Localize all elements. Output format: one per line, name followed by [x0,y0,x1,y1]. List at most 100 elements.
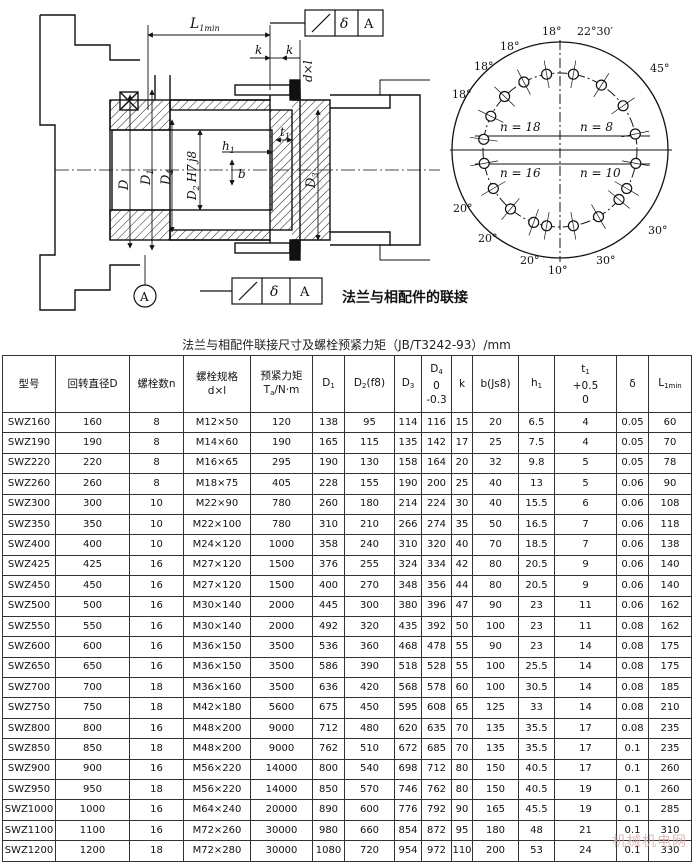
table-cell: 1500 [250,554,313,577]
table-cell: SWZ650 [2,656,56,679]
table-cell: 190 [394,473,422,495]
table-cell: 8 [129,473,184,495]
table-cell: 854 [394,819,422,842]
table-cell: 900 [55,758,130,781]
datum-a-marker: A [133,284,157,308]
table-cell: 140 [648,575,692,597]
table-cell: M12×50 [183,411,251,434]
table-cell: 540 [344,758,395,781]
table-cell: 1000 [55,799,130,821]
table-cell: 260 [648,779,692,801]
table-cell: 80 [451,779,473,801]
table-cell: 776 [394,799,422,821]
table-cell: 0.06 [616,554,649,577]
table-cell: 78 [648,452,692,475]
table-cell: 1500 [250,575,313,597]
table-cell: M24×120 [183,534,251,556]
table-cell: 95 [344,411,395,434]
label-n8: n = 8 [580,120,613,134]
table-cell: 24 [554,840,617,862]
table-cell: 16 [129,758,184,781]
table-cell: 10 [129,534,184,556]
table-cell: 0.08 [616,656,649,679]
table-cell: 350 [55,513,130,536]
label-t1: t1 [280,125,290,141]
table-cell: 712 [312,717,345,740]
drawing-title: 法兰与相配件的联接 [342,289,468,306]
table-cell: 320 [344,615,395,638]
table-cell: 0.1 [616,779,649,801]
table-cell: 17 [554,758,617,781]
table-cell: 274 [421,513,452,536]
label-b: b [238,167,246,181]
table-cell: 40 [472,493,519,515]
table-cell: 0.08 [616,677,649,699]
table-cell: 138 [312,411,345,434]
table-cell: 324 [394,554,422,577]
table-cell: 162 [648,615,692,638]
table-cell: 214 [394,493,422,515]
table-cell: 18 [129,779,184,801]
table-cell: M36×160 [183,677,251,699]
table-cell: 528 [421,656,452,679]
table-cell: 60 [451,677,473,699]
table-cell: 450 [344,697,395,719]
table-cell: 210 [648,697,692,719]
table-cell: SWZ400 [2,534,56,556]
table-cell: 260 [648,758,692,781]
label-k-left: k [255,43,262,57]
table-cell: 445 [312,595,345,617]
table-cell: 25.5 [518,656,555,679]
table-cell: 130 [344,452,395,475]
angle-20-a: 20° [453,202,473,215]
table-cell: 10 [129,493,184,515]
header-k: k [451,355,473,413]
table-cell: 480 [344,717,395,740]
table-cell: 972 [421,840,452,862]
table-cell: 80 [451,758,473,781]
table-cell: 200 [472,840,519,862]
table-cell: M27×120 [183,554,251,577]
table-cell: 334 [421,554,452,577]
table-cell: 90 [472,595,519,617]
table-cell: 872 [421,819,452,842]
table-cell: 30000 [250,819,313,842]
table-cell: 190 [312,452,345,475]
table-cell: 0.05 [616,411,649,434]
table-cell: 492 [312,615,345,638]
table-cell: 80 [472,554,519,577]
table-cell: 14 [554,656,617,679]
table-cell: 18 [129,840,184,862]
label-n16: n = 16 [500,166,541,180]
table-cell: 228 [312,473,345,495]
table-cell: 800 [312,758,345,781]
table-cell: 7 [554,534,617,556]
table-cell: 17 [451,432,473,454]
table-cell: 55 [451,636,473,658]
table-cell: SWZ500 [2,595,56,617]
table-cell: 16 [129,799,184,821]
table-cell: M42×180 [183,697,251,719]
table-cell: 0.06 [616,534,649,556]
table-cell: 672 [394,738,422,760]
table-cell: 48 [518,819,555,842]
table-cell: 42 [451,554,473,577]
table-cell: 30.5 [518,677,555,699]
watermark: 机械机电网 [612,834,687,850]
table-cell: 780 [250,493,313,515]
table-cell: 125 [472,697,519,719]
table-cell: 224 [421,493,452,515]
table-cell: 746 [394,779,422,801]
table-cell: 30 [451,493,473,515]
table-cell: 980 [312,819,345,842]
table-cell: 9000 [250,738,313,760]
table-cell: 15.5 [518,493,555,515]
bolt-hole-centerline [570,60,577,89]
